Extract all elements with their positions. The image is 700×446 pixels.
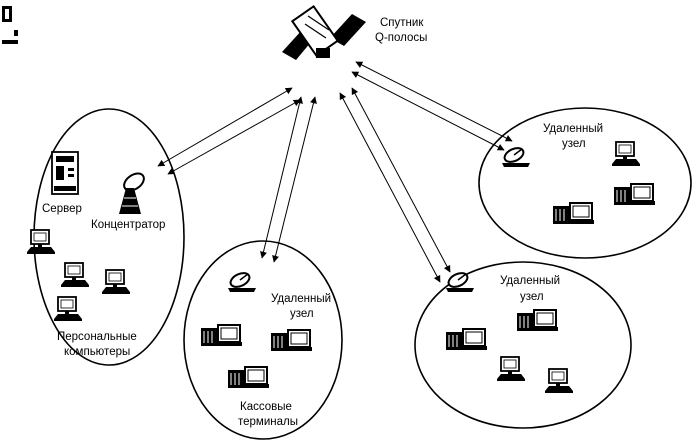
hub-site-ellipse [33, 108, 185, 366]
computer-icon [101, 269, 131, 295]
remote-node-2-label-line1: Удаленный [500, 275, 560, 287]
pos-label-line2: терминалы [238, 416, 298, 428]
computer-icon [53, 296, 83, 322]
dish-icon [501, 144, 531, 168]
computer-icon [544, 368, 574, 394]
terminal-icon [227, 366, 270, 389]
arrow-icon [167, 99, 301, 175]
pcs-label-line1: Персональные [57, 331, 137, 343]
pos-label-line1: Кассовые [240, 401, 292, 413]
satellite-icon [282, 4, 366, 60]
server-label: Сервер [42, 203, 82, 215]
hub-dish-icon [119, 172, 145, 214]
remote-node-1-label-line1: Удаленный [543, 123, 603, 135]
computer-icon [26, 229, 56, 255]
arrow-icon [272, 96, 317, 263]
dish-icon [227, 269, 257, 293]
terminal-icon [613, 183, 656, 206]
terminal-icon [445, 328, 488, 351]
terminal-icon [516, 309, 559, 332]
pos-node-label-line1: Удаленный [271, 293, 331, 305]
remote-site-ellipse-2 [414, 261, 632, 429]
arrow-icon [351, 87, 451, 273]
satellite-label-line2: Q-полосы [375, 32, 427, 44]
arrow-icon [355, 61, 513, 142]
pos-node-label-line2: узел [290, 308, 314, 320]
remote-node-2-label-line2: узел [520, 291, 544, 303]
arrow-icon [157, 87, 293, 167]
satellite-label-line1: Спутник [380, 17, 424, 29]
arrow-icon [351, 71, 505, 151]
server-icon [51, 151, 79, 195]
terminal-icon [200, 324, 243, 347]
pcs-label-line2: компьютеры [64, 346, 130, 358]
hub-label: Концентратор [91, 219, 165, 231]
corner-mark-icon [2, 6, 18, 44]
computer-icon [611, 141, 641, 167]
terminal-icon [552, 202, 595, 225]
arrow-icon [339, 92, 441, 283]
computer-icon [496, 356, 526, 382]
remote-node-1-label-line2: узел [562, 138, 586, 150]
computer-icon [60, 262, 90, 288]
remote-site-ellipse-1 [478, 107, 692, 259]
link-arrows [157, 61, 513, 283]
terminal-icon [270, 329, 313, 352]
